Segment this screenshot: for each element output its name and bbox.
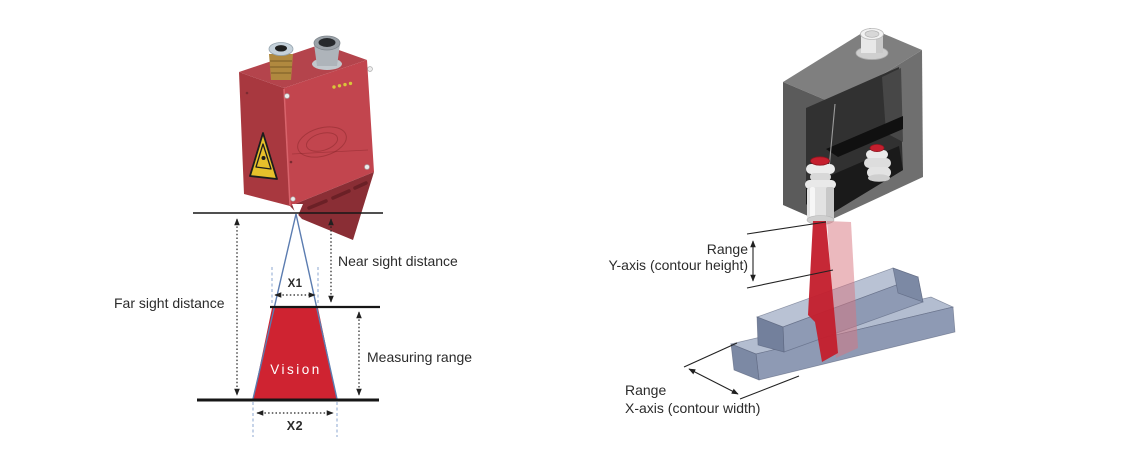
dimension-lines-right xyxy=(683,221,834,400)
sensor-housing-illustration xyxy=(783,28,923,225)
label-range-y-axis: Y-axis (contour height) xyxy=(608,257,748,273)
cable-connector xyxy=(312,35,342,70)
dimension-lines-left xyxy=(234,218,362,416)
reference-lines-left xyxy=(193,212,383,402)
receiver-lens xyxy=(864,143,891,182)
step-left-end xyxy=(756,316,785,353)
y-range-ext-bottom xyxy=(746,269,834,289)
status-led-dots xyxy=(332,81,353,89)
label-far-sight-distance: Far sight distance xyxy=(114,295,225,311)
label-vision: Vision xyxy=(270,362,322,377)
label-x2: X2 xyxy=(286,419,304,433)
cavity-shelf xyxy=(826,116,903,157)
laser-fan-beam xyxy=(808,221,838,362)
sensor-front-edge xyxy=(283,88,291,206)
laser-beams xyxy=(808,221,858,362)
laser-exit-notch xyxy=(292,204,303,218)
screw-dots xyxy=(245,66,373,202)
y-range-ext-top xyxy=(746,221,827,235)
housing-top-face xyxy=(783,28,922,104)
vision-trapezoid xyxy=(253,308,337,399)
x-range-ext-top xyxy=(683,342,738,368)
label-range-y-title: Range xyxy=(706,241,748,257)
label-range-x-title: Range xyxy=(625,382,667,398)
sensor-bottom-wedge xyxy=(290,172,374,240)
label-near-sight-distance: Near sight distance xyxy=(338,253,458,269)
emitter-lens xyxy=(805,156,836,225)
label-range-x-axis: X-axis (contour width) xyxy=(625,400,761,416)
emboss-rings xyxy=(297,126,347,158)
air-fitting xyxy=(268,42,294,80)
step-right-end xyxy=(892,267,924,303)
laser-warning-icon xyxy=(249,132,278,180)
x-range-arrow xyxy=(688,368,739,395)
beam-geometry xyxy=(252,213,338,437)
housing-connector xyxy=(855,28,889,60)
label-measuring-range: Measuring range xyxy=(367,349,473,365)
x-range-ext-bottom xyxy=(739,375,800,400)
label-x1: X1 xyxy=(287,278,303,290)
extension-ticks xyxy=(252,267,338,437)
bottom-vents xyxy=(307,181,368,210)
laser-sensor-illustration xyxy=(239,35,374,240)
face-groove xyxy=(291,149,369,155)
sensor-right-face xyxy=(284,60,374,206)
